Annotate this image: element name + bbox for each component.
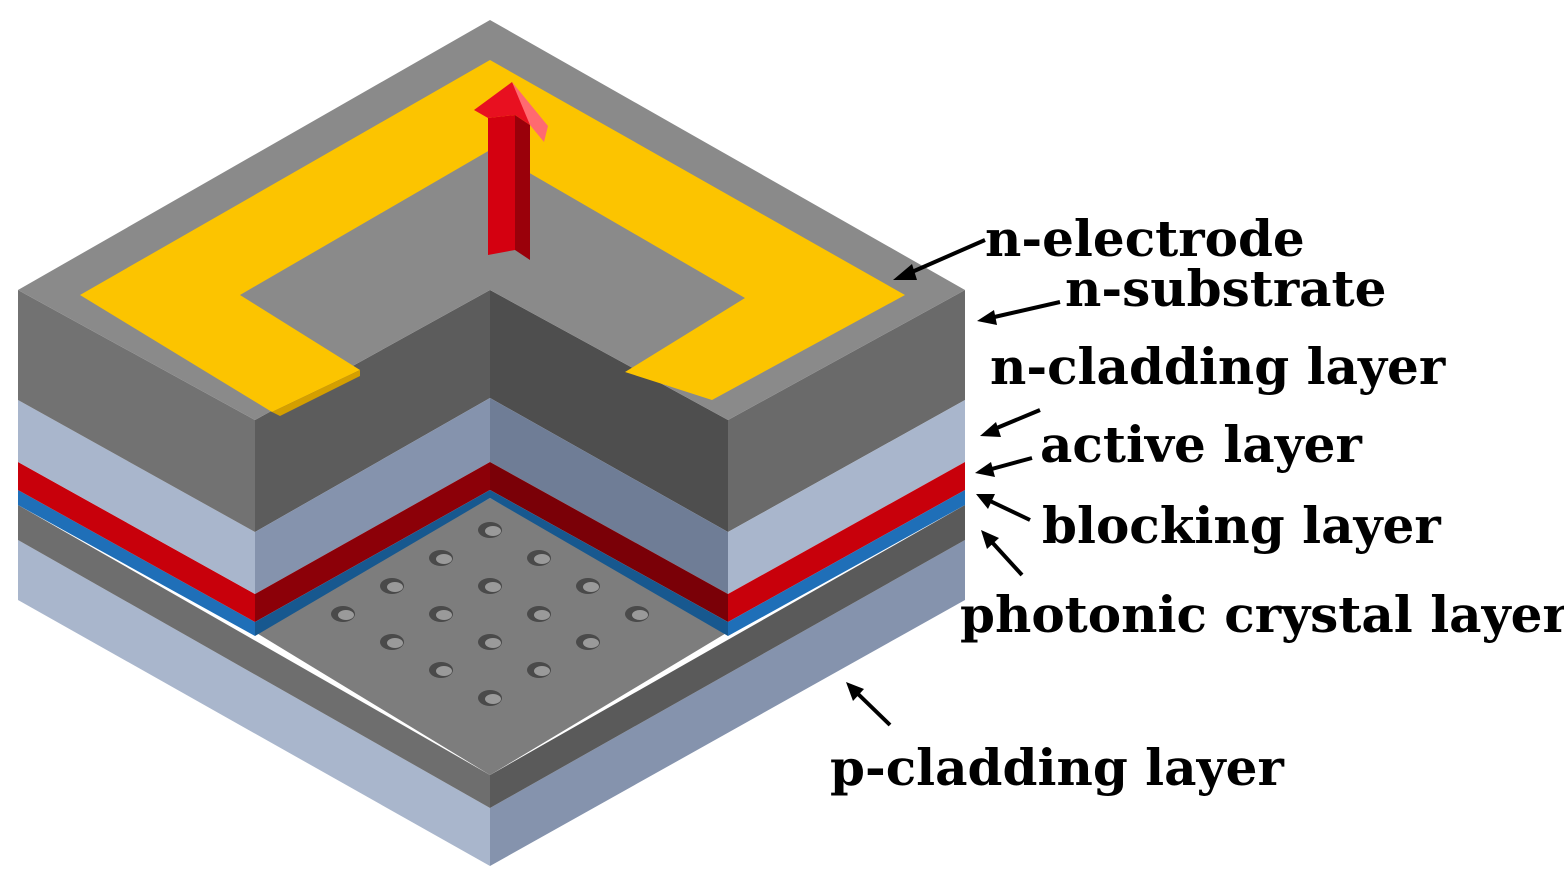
emission-arrow-shaft-side <box>515 115 530 260</box>
p-cladding-right-face <box>490 540 965 866</box>
label-photonic-crystal-layer: photonic crystal layer <box>960 585 1564 644</box>
photonic-crystal-hole-floor <box>387 582 403 592</box>
n-substrate-pointer <box>989 300 1061 320</box>
emission-arrow-shaft <box>488 115 515 255</box>
label-pointers <box>846 238 1061 727</box>
p-cladding-layer-block <box>18 540 965 866</box>
n-substrate-pointer-head <box>977 310 997 325</box>
layer-labels: n-electrode n-substrate n-cladding layer… <box>830 209 1564 797</box>
p-cladding-pointer <box>854 690 892 727</box>
emission-arrow-head-side <box>512 82 548 142</box>
photonic-crystal-hole-floor <box>387 638 403 648</box>
photonic-crystal-hole-floor <box>632 610 648 620</box>
photonic-crystal-holes <box>331 522 649 706</box>
label-p-cladding-layer: p-cladding layer <box>830 738 1284 797</box>
upper-left-wing <box>18 290 255 636</box>
notch-inner-left-wall <box>255 290 490 636</box>
label-n-cladding-layer: n-cladding layer <box>990 337 1446 396</box>
photonic-crystal-hole-floor <box>534 554 550 564</box>
label-n-electrode: n-electrode <box>985 209 1305 268</box>
n-electrode <box>80 60 905 416</box>
n-cladding-right-face <box>728 400 965 594</box>
n-cladding-left-face <box>18 400 255 594</box>
label-active-layer: active layer <box>1040 415 1362 474</box>
blocking-layer-left-face <box>18 490 255 636</box>
photonic-crystal-hole-floor <box>485 694 501 704</box>
blocking-layer-pointer-head <box>976 494 995 509</box>
n-substrate-left-face <box>18 290 255 532</box>
n-electrode-top <box>80 60 905 412</box>
photonic-crystal-hole-floor <box>338 610 354 620</box>
n-cladding-pointer-head <box>980 422 1001 437</box>
p-cladding-left-face <box>18 540 490 866</box>
emission-arrow <box>474 82 548 260</box>
photonic-crystal-pointer-head <box>981 530 999 549</box>
active-layer-left-face <box>18 462 255 622</box>
n-electrode-edge <box>272 370 360 416</box>
photonic-crystal-hole-floor <box>583 638 599 648</box>
notch-inner-right-wall <box>490 290 728 636</box>
active-layer-pointer <box>987 456 1033 472</box>
blocking-layer-pointer <box>987 498 1031 522</box>
photonic-crystal-hole-floor <box>534 610 550 620</box>
active-layer-right-face <box>728 462 965 622</box>
label-blocking-layer: blocking layer <box>1042 496 1441 555</box>
active-layer-pointer-head <box>975 462 995 477</box>
photonic-crystal-hole-floor <box>485 582 501 592</box>
upper-right-wing <box>728 290 965 636</box>
p-cladding-pointer-head <box>846 682 864 701</box>
photonic-crystal-right-face <box>490 505 965 808</box>
photonic-crystal-hole-floor <box>436 610 452 620</box>
n-electrode-pointer-head <box>893 264 917 280</box>
label-n-substrate: n-substrate <box>1065 259 1386 318</box>
n-substrate-right-face <box>728 290 965 532</box>
n-electrode-pointer <box>904 238 986 277</box>
photonic-crystal-pointer <box>988 538 1024 577</box>
photonic-crystal-hole-floor <box>534 666 550 676</box>
photonic-crystal-hole-floor <box>436 666 452 676</box>
photonic-crystal-hole-floor <box>485 638 501 648</box>
blocking-layer-right-face <box>728 490 965 636</box>
photonic-crystal-hole-floor <box>583 582 599 592</box>
photonic-crystal-hole-floor <box>485 526 501 536</box>
n-cladding-pointer <box>991 408 1041 432</box>
emission-arrow-head <box>474 82 544 132</box>
photonic-crystal-hole-floor <box>436 554 452 564</box>
photonic-crystal-left-face <box>18 505 490 808</box>
